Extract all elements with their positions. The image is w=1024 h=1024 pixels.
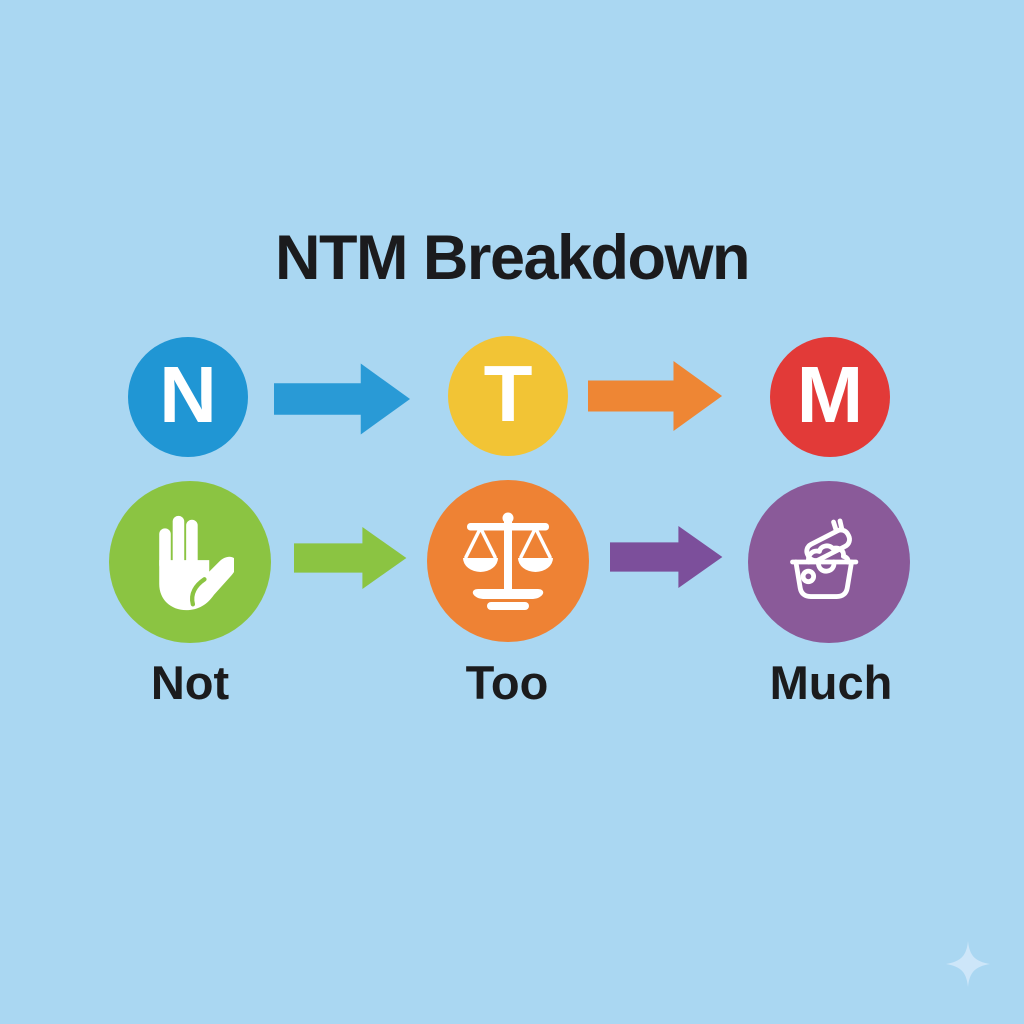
letter-circle-n: N	[128, 337, 248, 457]
letter-t: T	[483, 349, 533, 438]
letter-circle-m: M	[770, 337, 890, 457]
label-too: Too	[465, 656, 549, 709]
letter-n: N	[159, 350, 217, 439]
arrow-right-icon	[588, 361, 723, 431]
icon-circle-not	[109, 481, 271, 643]
arrow-right-icon-shape	[274, 363, 411, 435]
arrow-right-icon	[294, 527, 407, 589]
arrow-right-icon-shape	[294, 527, 407, 589]
letter-m: M	[796, 350, 864, 439]
sparkle-icon	[946, 941, 990, 987]
balance-scale-icon	[463, 512, 553, 610]
palm-crease-line	[190, 577, 207, 607]
sparkle-icon-shape	[946, 941, 990, 987]
arrow-right-icon	[274, 363, 411, 435]
label-not: Not	[150, 656, 230, 709]
page-title: NTM Breakdown	[274, 223, 751, 293]
stop-hand-icon	[159, 515, 234, 611]
arrow-right-icon-shape	[610, 526, 723, 588]
arrow-right-icon	[610, 526, 723, 588]
overflowing-basket-icon	[790, 518, 859, 599]
icon-circle-much	[748, 481, 910, 643]
letter-circle-t: T	[448, 336, 568, 456]
icon-circle-too	[427, 480, 589, 642]
arrow-right-icon-shape	[588, 361, 723, 431]
label-much: Much	[769, 656, 893, 709]
